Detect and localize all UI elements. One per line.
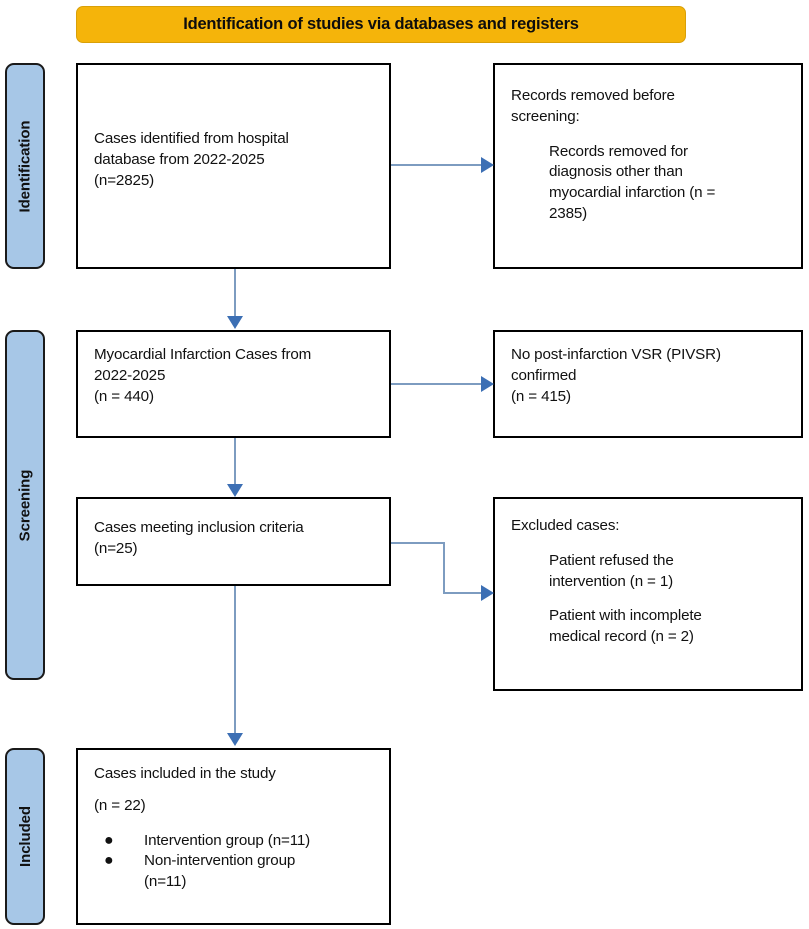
connector-inclusion-to-excluded-seg3 — [443, 592, 483, 595]
included-line1: Cases included in the study — [94, 765, 276, 782]
box-mi-cases: Myocardial Infarction Cases from 2022-20… — [76, 330, 391, 438]
bullet-dot-icon: ● — [104, 852, 114, 870]
arrowhead-mi-to-no-pivsr — [481, 376, 494, 392]
box-no-pivsr: No post-infarction VSR (PIVSR) confirmed… — [493, 330, 803, 438]
connector-mi-to-no-pivsr — [391, 383, 483, 386]
records-removed-heading-text: Records removed — [511, 87, 633, 104]
arrowhead-identified-to-mi-cases — [227, 316, 243, 329]
excluded-sub1-line1: Patient refused the — [549, 551, 674, 569]
connector-inclusion-to-excluded-seg1 — [391, 542, 445, 545]
non-intervention-group-line1: Non-intervention group — [144, 852, 296, 870]
stage-label-included: Included — [16, 806, 34, 867]
records-removed-heading-italic2: screening — [511, 107, 576, 125]
mi-cases-line2: 2022-2025 — [94, 366, 166, 384]
excluded-sub2-line2: medical record (n = 2) — [549, 628, 694, 646]
non-intervention-group-label: Non-intervention group (n=11) — [144, 851, 379, 893]
stage-label-screening: Screening — [16, 469, 34, 541]
arrowhead-identified-to-removed — [481, 157, 494, 173]
included-count: (n = 22) — [94, 796, 146, 814]
intervention-group-label: Intervention group (n=11) — [144, 831, 311, 849]
arrowhead-mi-to-inclusion — [227, 484, 243, 497]
box-cases-included: Cases included in the study (n = 22) ● I… — [76, 748, 391, 925]
stage-tab-included: Included — [5, 748, 45, 925]
stage-label-identification: Identification — [16, 120, 34, 212]
cases-identified-line1: Cases identified from hospital — [94, 130, 289, 147]
box-cases-identified: Cases identified from hospital database … — [76, 63, 391, 269]
stage-tab-screening: Screening — [5, 330, 45, 680]
banner-title: Identification of studies via databases … — [183, 15, 579, 33]
records-removed-heading-line2: screening: — [511, 107, 791, 128]
no-pivsr-line2: confirmed — [511, 366, 577, 384]
box-inclusion-criteria: Cases meeting inclusion criteria (n=25) — [76, 497, 391, 586]
excluded-sub2-line1: Patient with incomplete — [549, 607, 702, 625]
list-item: ● Non-intervention group (n=11) — [94, 851, 379, 893]
connector-inclusion-to-excluded-seg2 — [443, 542, 446, 594]
list-item: ● Intervention group (n=11) — [94, 831, 379, 852]
records-removed-sub1: Records removed for — [549, 142, 688, 160]
excluded-sub1-line2: intervention (n = 1) — [549, 572, 674, 590]
cases-identified-line2: database from 2022-2025 — [94, 150, 265, 168]
records-removed-heading-colon: : — [575, 107, 580, 125]
records-removed-heading: Records removed before — [511, 86, 791, 107]
arrowhead-inclusion-to-excluded — [481, 585, 494, 601]
included-group-list: ● Intervention group (n=11) ● Non-interv… — [94, 831, 379, 893]
inclusion-line1: Cases meeting inclusion criteria — [94, 519, 304, 536]
records-removed-heading-italic1: before — [632, 87, 675, 104]
cases-identified-count: (n=2825) — [94, 171, 155, 189]
bullet-dot-icon: ● — [104, 831, 114, 849]
excluded-heading: Excluded cases: — [511, 517, 620, 534]
box-excluded-cases: Excluded cases: Patient refused the inte… — [493, 497, 803, 691]
box-records-removed-before-screening: Records removed before screening: Record… — [493, 63, 803, 269]
connector-inclusion-to-final — [234, 586, 237, 734]
diagram-header-banner: Identification of studies via databases … — [76, 6, 686, 43]
no-pivsr-count: (n = 415) — [511, 387, 571, 405]
connector-mi-to-inclusion — [234, 438, 237, 485]
inclusion-count: (n=25) — [94, 539, 138, 557]
connector-identified-to-mi-cases — [234, 269, 237, 317]
records-removed-sub3: myocardial infarction (n = — [549, 184, 716, 202]
mi-cases-count: (n = 440) — [94, 387, 154, 405]
mi-cases-line1: Myocardial Infarction Cases from — [94, 346, 312, 363]
connector-identified-to-removed — [391, 164, 483, 167]
no-pivsr-line1: No post-infarction VSR (PIVSR) — [511, 346, 721, 363]
non-intervention-group-line2: (n=11) — [144, 873, 187, 891]
stage-tab-identification: Identification — [5, 63, 45, 269]
records-removed-sub2: diagnosis other than — [549, 163, 683, 181]
arrowhead-inclusion-to-final — [227, 733, 243, 746]
records-removed-sub4: 2385) — [549, 205, 588, 223]
